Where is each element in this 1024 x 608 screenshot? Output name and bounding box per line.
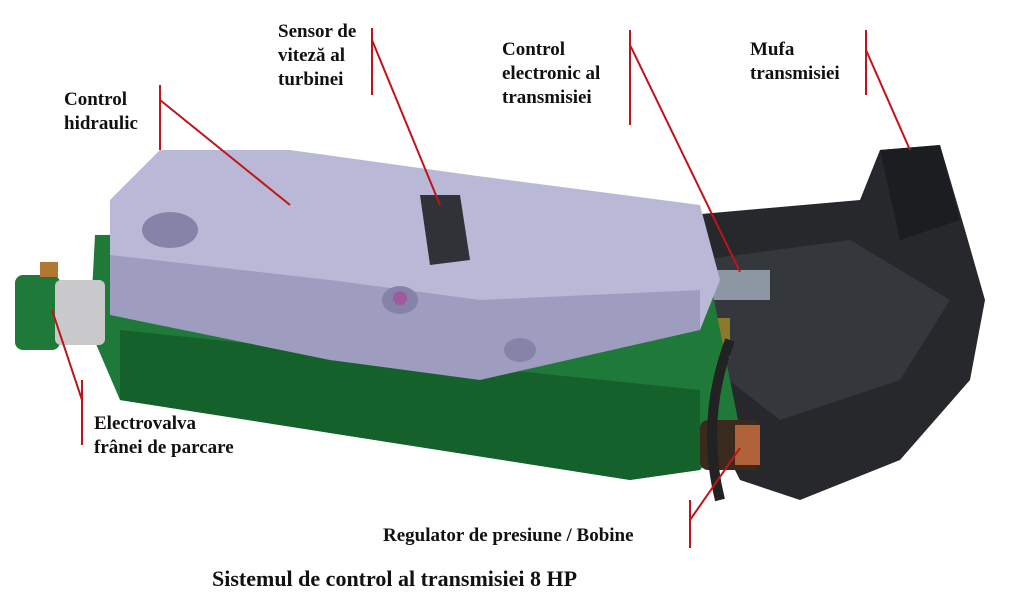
label-control-hidraulic: Control hidraulic	[64, 88, 138, 136]
leader-lines	[51, 28, 911, 548]
label-mufa: Mufa transmisiei	[750, 38, 840, 86]
hydraulic-valve-body	[110, 150, 720, 380]
label-line: transmisiei	[502, 87, 592, 108]
label-line: Electrovalva	[94, 413, 197, 434]
park-brake-solenoid	[15, 262, 105, 350]
label-sensor-turbina: Sensor de viteză al turbinei	[278, 20, 356, 92]
label-regulator: Regulator de presiune / Bobine	[383, 525, 634, 546]
label-line: viteză al	[278, 45, 346, 66]
label-line: Sensor de	[278, 21, 357, 42]
label-line: turbinei	[278, 69, 344, 90]
label-line: transmisiei	[750, 63, 840, 84]
label-line: Mufa	[750, 39, 795, 60]
label-control-electronic: Control electronic al transmisiei	[502, 38, 600, 110]
label-line: frânei de parcare	[94, 437, 234, 458]
label-electrovalva: Electrovalva frânei de parcare	[94, 412, 234, 460]
figure-caption: Sistemul de control al transmisiei 8 HP	[212, 566, 578, 591]
label-line: hidraulic	[64, 113, 138, 134]
electronic-control-housing	[680, 145, 985, 500]
label-line: Control	[64, 89, 127, 110]
label-line: electronic al	[502, 63, 601, 84]
pressure-regulator-coils	[700, 338, 760, 502]
label-line: Control	[502, 39, 565, 60]
